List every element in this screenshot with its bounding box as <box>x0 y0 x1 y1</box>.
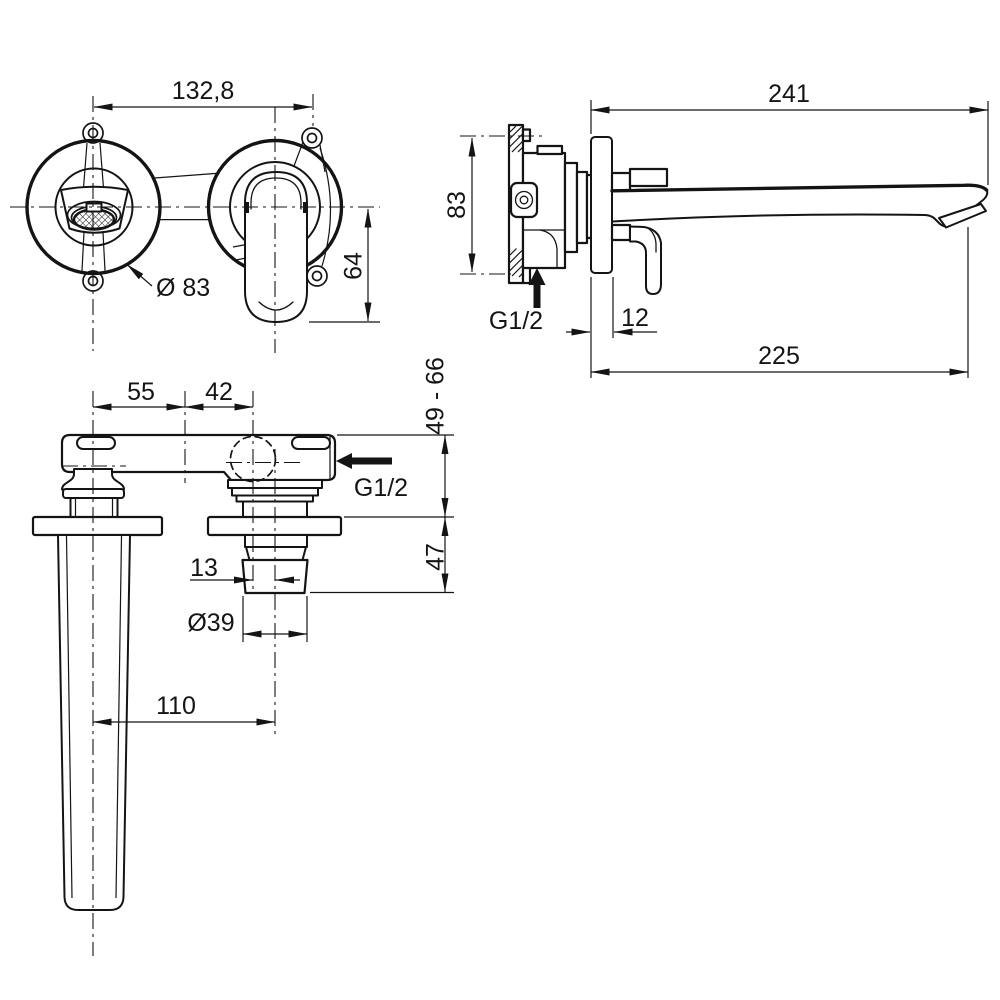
spout-top-edge <box>610 183 989 193</box>
dim-outlet-offset: 13 <box>190 554 218 582</box>
dims-side: 83 241 12 225 G1/2 <box>443 80 989 378</box>
dim-hole-spacing: 132,8 <box>172 77 235 105</box>
dim-pipe-spacing: 110 <box>156 692 196 720</box>
dim-body-height: 83 <box>443 191 471 219</box>
dim-offset-42: 42 <box>205 378 233 406</box>
handle-inner-line <box>250 177 302 210</box>
flange-left <box>31 515 164 537</box>
lever-handle-side <box>629 225 662 295</box>
dims-front-trim: 132,8 Ø 83 64 <box>10 77 380 353</box>
dims-body-front: 55 42 49 - 66 47 13 Ø39 110 G1/2 <box>92 357 454 956</box>
dim-offset-55: 55 <box>127 378 155 406</box>
dim-spout-length: 241 <box>768 80 810 108</box>
hatch-lines-bottom <box>509 248 523 278</box>
dim-plate-thickness: 12 <box>621 304 649 332</box>
dim-outlet-diameter: Ø39 <box>187 609 234 637</box>
handle-edge-line <box>646 226 657 253</box>
fixing-slot-left <box>76 436 116 450</box>
up-arrow-icon <box>528 268 546 308</box>
aerator-outlet-side <box>938 203 987 229</box>
leader-escutcheon-diameter <box>126 264 153 287</box>
lever-handle-front <box>244 171 308 323</box>
dim-handle-drop: 64 <box>340 252 368 280</box>
left-connection <box>31 468 164 911</box>
dim-escutcheon-diameter: Ø 83 <box>156 274 210 302</box>
bracket-arms-left <box>81 142 106 272</box>
label-body-inlet-thread: G1/2 <box>354 474 408 502</box>
label-side-inlet-thread: G1/2 <box>489 307 543 335</box>
dim-flange-to-end: 47 <box>422 543 450 571</box>
view-body-front <box>31 433 392 911</box>
left-arrow-icon <box>336 453 392 469</box>
spout-collar-side-2 <box>628 167 669 188</box>
view-side <box>507 123 989 308</box>
fixing-slot-right <box>291 436 331 450</box>
wall-plate-side <box>590 136 613 274</box>
dim-spout-projection: 225 <box>758 342 800 370</box>
handle-bottom-detail <box>258 301 294 311</box>
handle-collar-side <box>610 223 632 242</box>
valve-body-side <box>509 144 594 270</box>
dim-depth-range: 49 - 66 <box>422 357 450 435</box>
